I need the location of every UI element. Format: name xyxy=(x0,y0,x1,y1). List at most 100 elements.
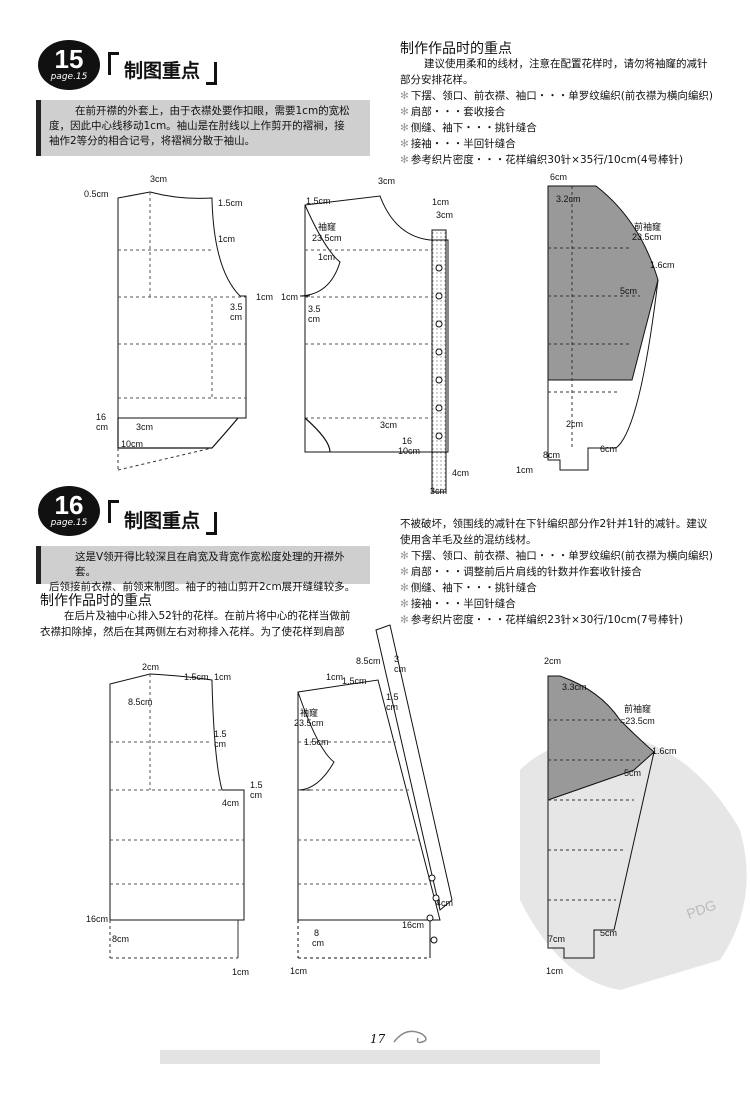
dim-label: 3cm xyxy=(150,174,167,184)
dim-label: 1.5 xyxy=(250,780,263,790)
title-bracket-left xyxy=(108,500,119,523)
dim-label: 10cm xyxy=(398,446,420,456)
dim-label: 16cm xyxy=(402,920,424,930)
dim-label: 1.5cm xyxy=(304,737,329,747)
dim-label: 1.5 xyxy=(214,729,227,739)
dim-label: 8.5cm xyxy=(128,697,153,707)
section-16-tips-para: 在后片及袖中心排入52针的花样。在前片将中心的花样当做前 衣襟扣除掉，然后在其两… xyxy=(40,610,351,638)
back-body-piece xyxy=(109,673,245,959)
dim-label: 1.5cm xyxy=(342,676,367,686)
sleeve-piece xyxy=(547,185,659,471)
dim-label: 3cm xyxy=(380,420,397,430)
dim-label: 8.5cm xyxy=(356,656,381,666)
dim-label: 前袖窿 xyxy=(624,703,651,715)
dim-label: 7cm xyxy=(548,934,565,944)
dim-label: 1cm xyxy=(256,292,273,302)
dim-label: 8cm xyxy=(543,450,560,460)
dim-label: 1.5cm xyxy=(218,198,243,208)
dim-label: 23.5cm xyxy=(312,233,342,243)
section-16-pattern-diagrams: PDG xyxy=(86,624,747,990)
dim-label: 前袖窿 xyxy=(634,221,661,233)
dim-label: 1.5 xyxy=(386,692,399,702)
section-15-bullets: ✻下摆、领口、前衣襟、袖口・・・单罗纹编织(前衣襟为横向编织) ✻肩部・・・套收… xyxy=(400,90,714,166)
page-number: 17 xyxy=(370,1032,386,1046)
front-body-piece xyxy=(297,624,453,959)
dim-label: 袖窿 xyxy=(318,221,336,233)
dim-label: cm xyxy=(386,702,398,712)
dim-label: 1cm xyxy=(432,197,449,207)
page-reference: page.15 xyxy=(50,72,88,82)
dim-label: 8 xyxy=(314,928,319,938)
dim-label: 1.5cm xyxy=(184,672,209,682)
dim-label: 1cm xyxy=(326,672,343,682)
page-ornament-icon xyxy=(393,1030,427,1044)
dim-label: 3cm xyxy=(430,486,447,496)
dim-label: 1cm xyxy=(232,967,249,977)
dim-label: 2cm xyxy=(142,662,159,672)
section-15-note: 在前开襟的外套上，由于衣襟处要作扣眼，需要1cm的宽松 度，因此中心线移动1cm… xyxy=(36,100,370,156)
section-16-tips-heading: 制作作品时的重点 xyxy=(40,593,152,609)
section-number: 15 xyxy=(54,44,84,74)
dim-label: 5cm xyxy=(624,768,641,778)
dim-label: 1cm xyxy=(516,465,533,475)
dim-label: cm xyxy=(308,314,320,324)
dim-label: 2cm xyxy=(544,656,561,666)
footer-dark-band xyxy=(160,1050,600,1064)
dim-label: 3.5 xyxy=(230,302,243,312)
title-bracket-right xyxy=(206,512,217,535)
dim-label: 1cm xyxy=(218,234,235,244)
page-reference: page.15 xyxy=(50,518,88,528)
dim-label: cm xyxy=(250,790,262,800)
dim-label: cm xyxy=(312,938,324,948)
dim-label: 8cm xyxy=(112,934,129,944)
section-16-bullets: ✻下摆、领口、前衣襟、袖口・・・单罗纹编织(前衣襟为横向编织) ✻肩部・・・调整… xyxy=(400,550,714,626)
dim-label: 3 xyxy=(394,654,399,664)
dim-label: 1.6cm xyxy=(650,260,675,270)
section-15-title: 制图重点 xyxy=(124,60,201,82)
sleeve-piece xyxy=(547,675,655,959)
dim-label: 1cm xyxy=(281,292,298,302)
dim-label: 3cm xyxy=(436,210,453,220)
dim-label: 23.5cm xyxy=(294,718,324,728)
dim-label: 16 xyxy=(96,412,106,422)
dim-label: 23.5cm xyxy=(632,232,662,242)
dim-label: 16 xyxy=(402,436,412,446)
section-15-pattern-diagrams: 3cm 0.5cm 1.5cm 1cm 3.5 cm 1cm 16 cm 3cm… xyxy=(84,172,675,496)
dim-label: 袖窿 xyxy=(300,707,318,719)
dim-label: 4cm xyxy=(436,898,453,908)
watermark-seal xyxy=(520,738,747,990)
section-16-title: 制图重点 xyxy=(124,510,201,532)
section-16-badge: 16 page.15 xyxy=(38,486,100,536)
dim-label: 0.5cm xyxy=(84,189,109,199)
section-15-badge: 15 page.15 xyxy=(38,40,100,90)
dim-label: 4cm xyxy=(222,798,239,808)
section-16-note: 这是V领开得比较深且在肩宽及背宽作宽松度处理的开襟外套。 后领接前衣襟、前领来制… xyxy=(36,546,370,593)
section-16-tips-para-cont: 不被破坏，领围线的减针在下针编织部分作2针并1针的减针。建议 使用含羊毛及丝的混… xyxy=(400,518,708,546)
dim-label: 1cm xyxy=(318,252,335,262)
dim-label: 3.5 xyxy=(308,304,321,314)
dim-label: 10cm xyxy=(121,439,143,449)
dim-label: 3.2cm xyxy=(556,194,581,204)
dim-label: 4cm xyxy=(452,468,469,478)
back-body-piece xyxy=(117,191,247,471)
dim-label: 5cm xyxy=(600,928,617,938)
dim-label: 1.6cm xyxy=(652,746,677,756)
title-bracket-right xyxy=(206,62,217,85)
dim-label: 1cm xyxy=(214,672,231,682)
section-number: 16 xyxy=(54,490,84,520)
dim-label: 16cm xyxy=(86,914,108,924)
dim-label: cm xyxy=(394,664,406,674)
dim-label: 3cm xyxy=(136,422,153,432)
dim-label: 3cm xyxy=(378,176,395,186)
dim-label: cm xyxy=(214,739,226,749)
dim-label: 1cm xyxy=(546,966,563,976)
title-bracket-left xyxy=(108,52,119,75)
dim-label: cm xyxy=(230,312,242,322)
front-body-piece xyxy=(299,195,449,493)
dim-label: =23.5cm xyxy=(620,716,655,726)
section-15-tips-heading: 制作作品时的重点 xyxy=(400,41,512,57)
dim-label: 6cm xyxy=(600,444,617,454)
dim-label: 2cm xyxy=(566,419,583,429)
dim-label: 5cm xyxy=(620,286,637,296)
dim-label: 3.3cm xyxy=(562,682,587,692)
